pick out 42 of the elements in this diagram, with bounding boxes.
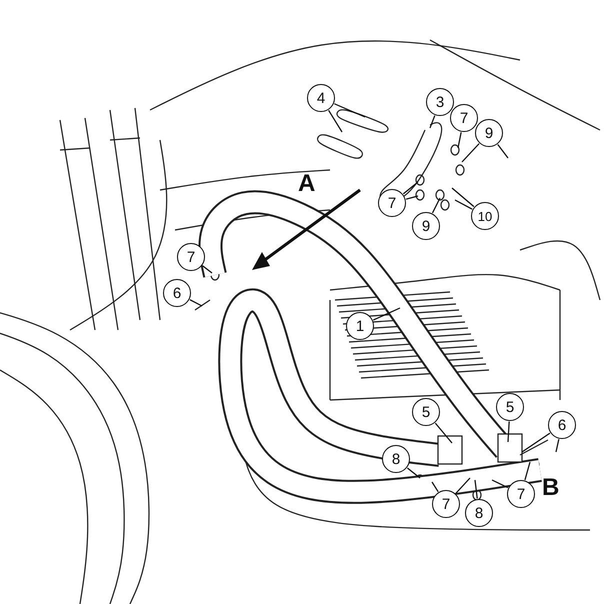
leader-line (372, 307, 400, 321)
view-letter: B (542, 474, 560, 502)
callout-number: 6 (548, 411, 576, 439)
callout-number: 7 (378, 189, 406, 217)
callout-number: 10 (471, 202, 499, 230)
leader-line (429, 115, 436, 128)
leader-line (457, 132, 462, 148)
leader-line (452, 188, 474, 208)
leader-line (454, 199, 472, 210)
leader-line (402, 182, 418, 194)
callout-number: 7 (177, 243, 205, 271)
callout-number: 7 (507, 480, 535, 508)
callout-number: 6 (163, 279, 191, 307)
callout-number: 8 (465, 499, 493, 527)
leader-line (474, 480, 478, 499)
leader-line (507, 421, 510, 442)
leader-line (334, 103, 366, 118)
leader-line (555, 439, 560, 452)
leader-line (522, 432, 550, 452)
callout-number: 3 (426, 88, 454, 116)
callout-number: 9 (475, 119, 503, 147)
leader-line (432, 482, 439, 492)
callout-number: 7 (450, 104, 478, 132)
leader-line (328, 110, 343, 132)
view-letter: A (298, 170, 316, 198)
leader-line (524, 462, 531, 480)
leader-line (190, 299, 202, 307)
leader-line (432, 198, 441, 214)
leader-line (434, 422, 452, 444)
leader-line (406, 195, 418, 200)
callout-number: 4 (307, 84, 335, 112)
leader-line (202, 265, 212, 274)
callout-number: 5 (412, 398, 440, 426)
callout-number: 9 (412, 212, 440, 240)
leader-line (455, 478, 470, 494)
leader-line (497, 144, 508, 158)
leader-line (492, 479, 508, 488)
callout-number: 5 (496, 393, 524, 421)
leader-line (407, 468, 420, 478)
leader-line (462, 143, 480, 162)
callout-number: 1 (346, 312, 374, 340)
callout-number: 7 (432, 490, 460, 518)
